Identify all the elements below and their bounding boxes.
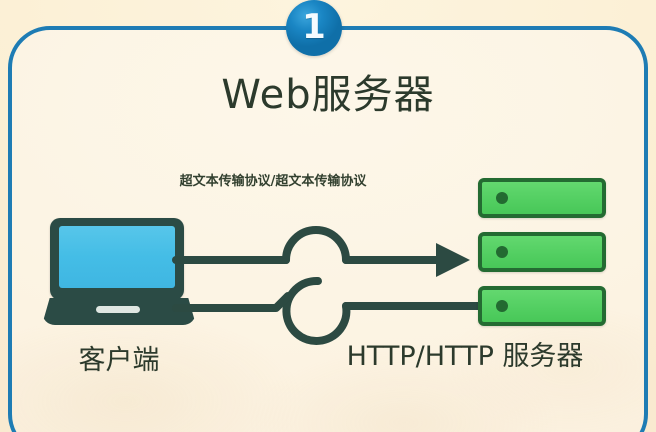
server-unit: [478, 178, 606, 218]
client-label: 客户端: [78, 345, 160, 376]
server-unit: [478, 232, 606, 272]
laptop-trackpad: [96, 306, 140, 313]
server-unit: [478, 286, 606, 326]
laptop-icon: [42, 218, 196, 330]
laptop-lid: [50, 218, 184, 300]
step-number-label: 1: [302, 7, 326, 47]
step-number-badge: 1: [286, 0, 342, 56]
server-rack-icon: [478, 178, 606, 326]
laptop-screen: [59, 226, 175, 288]
status-led-icon: [496, 246, 508, 258]
status-led-icon: [496, 300, 508, 312]
page-title: Web服务器: [221, 72, 435, 118]
server-label: HTTP/HTTP 服务器: [346, 341, 584, 372]
status-led-icon: [496, 192, 508, 204]
protocol-caption: 超文本传输协议/超文本传输协议: [179, 174, 367, 189]
